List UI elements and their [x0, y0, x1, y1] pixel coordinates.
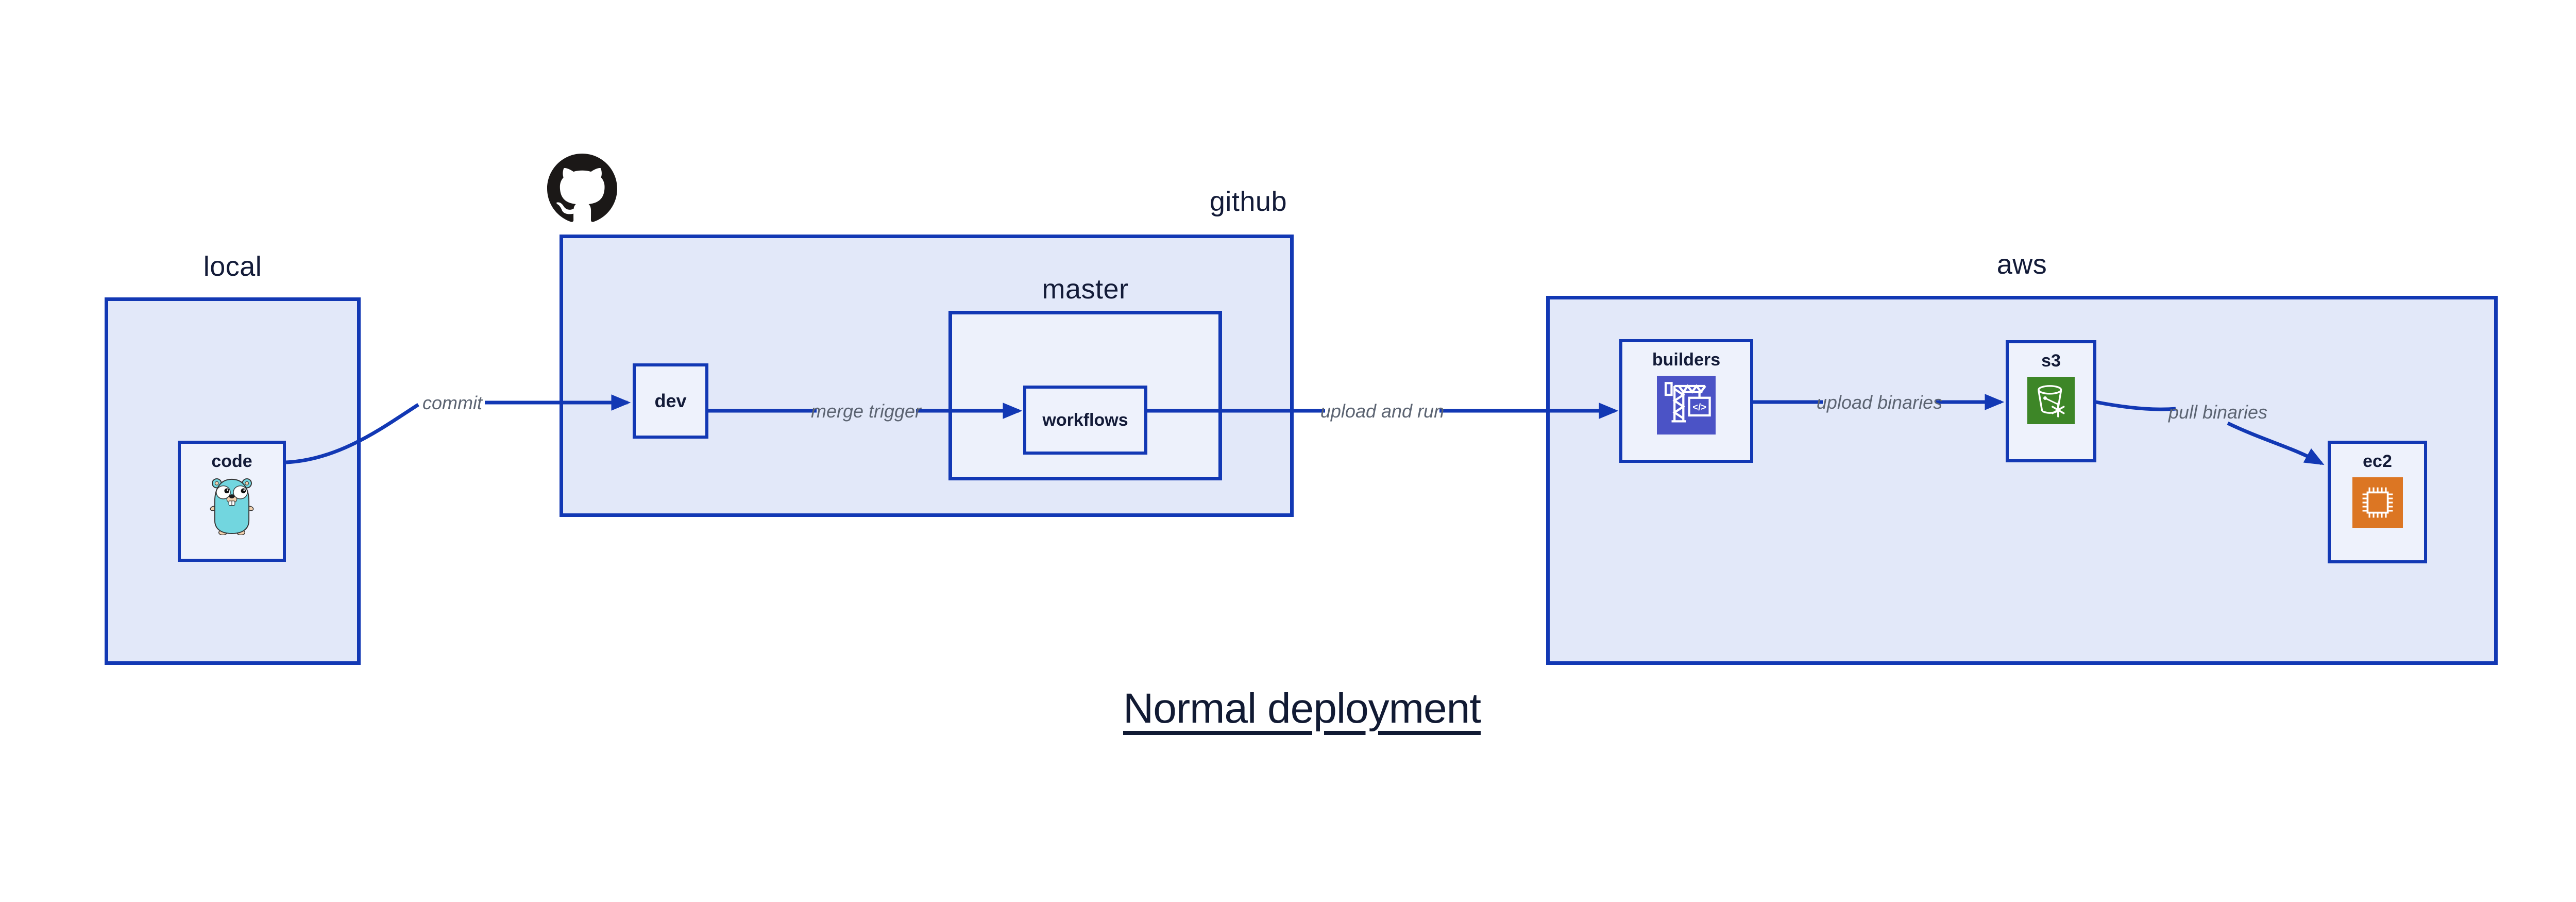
edge-label-upload-and-run: upload and run	[1320, 400, 1445, 422]
edge-label-pull-binaries: pull binaries	[2168, 402, 2268, 423]
node-dev-label: dev	[654, 390, 687, 412]
node-workflows-label: workflows	[1042, 410, 1128, 430]
edge-label-commit: commit	[422, 392, 482, 413]
ec2-chip-icon	[2352, 477, 2403, 530]
local-container-label: local	[203, 251, 262, 282]
node-builders: builders </>	[1619, 339, 1753, 463]
node-code-label: code	[211, 452, 252, 471]
edge-label-merge-trigger: merge trigger	[810, 400, 922, 422]
edge-label-upload-binaries: upload binaries	[1816, 392, 1943, 413]
node-code: code	[178, 441, 286, 562]
node-ec2: ec2	[2328, 441, 2427, 563]
github-container-label: github	[1209, 186, 1287, 217]
svg-text:</>: </>	[1692, 402, 1706, 412]
diagram-title: Normal deployment	[1123, 685, 1481, 732]
s3-bucket-icon	[2027, 376, 2075, 427]
github-octocat-logo-icon	[547, 154, 617, 224]
node-s3: s3	[2006, 340, 2096, 462]
aws-container-label: aws	[1996, 249, 2047, 280]
aws-codebuild-crane-icon: </>	[1657, 375, 1716, 437]
go-gopher-icon	[206, 477, 258, 538]
node-s3-label: s3	[2041, 351, 2061, 371]
node-workflows: workflows	[1023, 386, 1147, 455]
master-container-label: master	[1042, 274, 1129, 305]
node-dev: dev	[633, 363, 708, 439]
node-builders-label: builders	[1652, 350, 1721, 370]
node-ec2-label: ec2	[2363, 452, 2392, 471]
